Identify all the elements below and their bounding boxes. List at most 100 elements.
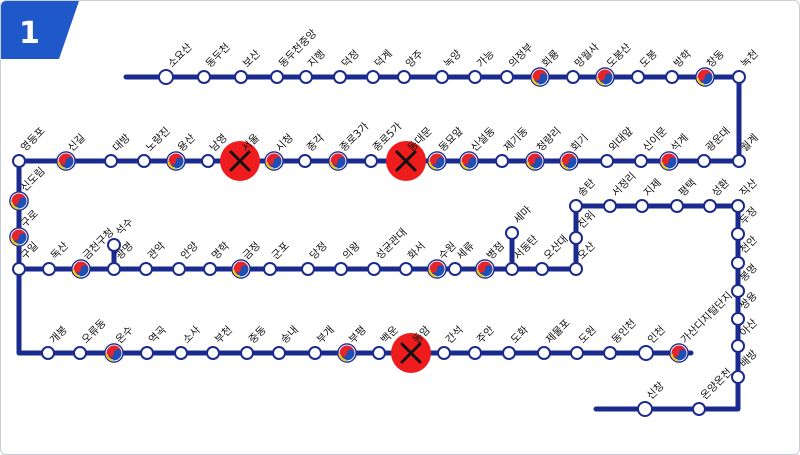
- station-label: 온양온천: [699, 366, 735, 402]
- transfer-icon-red-lobe: [330, 157, 338, 165]
- station-온수[interactable]: 온수: [104, 324, 136, 363]
- station-label: 구로: [19, 208, 41, 230]
- station-label: 가산디지털단지: [679, 290, 735, 346]
- transfer-icon: [71, 259, 91, 279]
- station-부평[interactable]: 부평: [337, 324, 369, 363]
- station-label: 신설동: [469, 125, 498, 154]
- transfer-icon-yellow-arc: [596, 77, 605, 86]
- station-dot: [732, 154, 746, 168]
- station-구로[interactable]: 구로: [9, 208, 41, 247]
- transfer-icon-yellow-arc: [10, 237, 19, 246]
- station-dot: [73, 346, 87, 360]
- station-창동[interactable]: 창동: [695, 48, 727, 87]
- station-label: 군포: [270, 240, 292, 262]
- transfer-icon-yellow-arc: [476, 269, 485, 278]
- station-dot: [203, 262, 217, 276]
- station-label: 금정: [241, 240, 263, 262]
- station-label: 광운대: [704, 125, 733, 154]
- station-dot: [334, 262, 348, 276]
- station-금정[interactable]: 금정: [231, 240, 263, 279]
- transfer-icon-blue-lobe: [540, 73, 548, 81]
- station-dot: [731, 312, 745, 326]
- station-label: 오산대: [542, 233, 571, 262]
- station-label: 중동: [247, 324, 269, 346]
- transfer-icon: [337, 343, 357, 363]
- station-label: 청량리: [535, 125, 564, 154]
- station-label: 온수: [114, 324, 136, 346]
- transfer-icon: [459, 151, 479, 171]
- transfer-icon-blue-lobe: [705, 73, 713, 81]
- station-수원[interactable]: 수원: [427, 240, 459, 279]
- station-dot: [732, 70, 746, 84]
- station-회기[interactable]: 회기: [559, 132, 591, 171]
- transfer-icon: [427, 151, 447, 171]
- station-dot: [638, 345, 654, 361]
- station-label: 세류: [455, 240, 477, 262]
- station-dot: [298, 154, 312, 168]
- transfer-icon-blue-lobe: [338, 157, 346, 165]
- station-병점[interactable]: 병점: [475, 240, 507, 279]
- transfer-icon-yellow-arc: [167, 161, 176, 170]
- station-dot: [42, 262, 56, 276]
- transfer-icon-yellow-arc: [560, 161, 569, 170]
- station-label: 종각: [305, 132, 327, 154]
- station-dot: [270, 70, 284, 84]
- transfer-icon-blue-lobe: [114, 349, 122, 357]
- station-dot: [570, 346, 584, 360]
- transfer-icon-yellow-arc: [670, 353, 679, 362]
- station-label: 수원: [437, 240, 459, 262]
- transfer-icon-blue-lobe: [485, 265, 493, 273]
- transfer-icon-yellow-arc: [57, 161, 66, 170]
- station-가산디지털단지[interactable]: 가산디지털단지: [669, 290, 735, 363]
- station-label: 노량진: [144, 125, 173, 154]
- station-label: 외대앞: [607, 125, 636, 154]
- station-label: 부천: [213, 324, 235, 346]
- transfer-icon-blue-lobe: [274, 157, 282, 165]
- transfer-icon: [695, 67, 715, 87]
- station-세마[interactable]: 세마: [505, 204, 534, 240]
- transfer-icon-red-lobe: [11, 197, 19, 205]
- station-신길[interactable]: 신길: [56, 131, 88, 171]
- transfer-icon: [475, 259, 495, 279]
- station-dot: [437, 346, 451, 360]
- station-dot: [397, 70, 411, 84]
- station-녹천[interactable]: 녹천: [732, 48, 761, 84]
- station-직산[interactable]: 직산: [731, 177, 760, 213]
- transfer-icon-blue-lobe: [66, 157, 74, 165]
- station-label: 용산: [176, 132, 198, 154]
- station-label: 도화: [509, 324, 531, 346]
- station-dot: [137, 154, 151, 168]
- station-dot: [107, 238, 121, 252]
- station-신도림[interactable]: 신도림: [9, 165, 48, 211]
- station-label: 송내: [279, 324, 301, 346]
- station-회룡[interactable]: 회룡: [530, 48, 562, 87]
- transfer-icon-blue-lobe: [669, 157, 677, 165]
- transfer-icon-red-lobe: [461, 157, 469, 165]
- transfer-icon: [559, 151, 579, 171]
- transfer-icon-red-lobe: [73, 265, 81, 273]
- station-label: 제물포: [544, 317, 573, 346]
- station-label: 동묘앞: [437, 125, 466, 154]
- station-dot: [731, 227, 745, 241]
- station-dot: [139, 262, 153, 276]
- transfer-icon-yellow-arc: [696, 77, 705, 86]
- transfer-icon-blue-lobe: [605, 73, 613, 81]
- station-dot: [435, 70, 449, 84]
- transfer-icon-red-lobe: [429, 157, 437, 165]
- station-용산[interactable]: 용산: [166, 132, 198, 171]
- station-label: 방학: [672, 48, 694, 70]
- station-dot: [41, 346, 55, 360]
- station-dot: [234, 70, 248, 84]
- station-label: 의왕: [341, 240, 363, 262]
- station-dot: [468, 70, 482, 84]
- transfer-icon: [659, 151, 679, 171]
- transfer-icon: [9, 191, 29, 211]
- station-시청[interactable]: 시청: [264, 132, 296, 171]
- station-dot: [364, 154, 378, 168]
- transfer-icon-blue-lobe: [81, 265, 89, 273]
- transfer-icon-yellow-arc: [428, 269, 437, 278]
- transfer-icon-red-lobe: [233, 265, 241, 273]
- station-dot: [468, 346, 482, 360]
